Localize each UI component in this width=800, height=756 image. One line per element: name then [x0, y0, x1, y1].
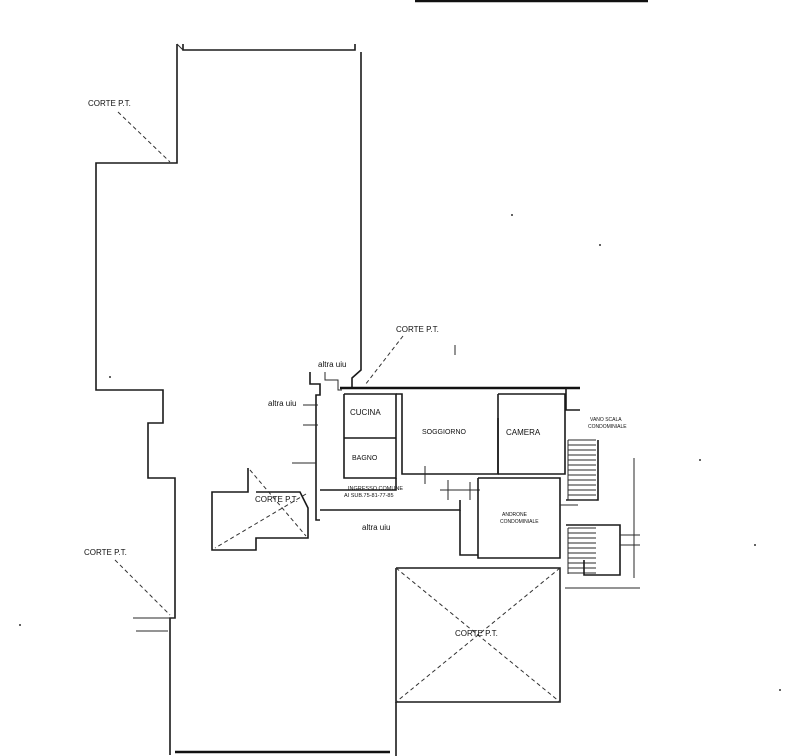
- corte-label-bottom-right: CORTE P.T.: [455, 629, 498, 638]
- courtyard-large-diagonal: [395, 567, 561, 703]
- room-label-camera: CAMERA: [506, 428, 541, 437]
- vano-scala-label-2: CONDOMINIALE: [588, 424, 627, 430]
- altra-uiu-label-top: altra uiu: [318, 360, 346, 369]
- speck: [19, 624, 21, 626]
- room-label-bagno: BAGNO: [352, 455, 378, 462]
- central-wall: [351, 52, 362, 388]
- vano-scala-wall: [565, 388, 580, 411]
- leader-corte-bottom-left: [114, 559, 171, 616]
- ingresso-label-2: AI SUB.75-81-77-85: [344, 493, 394, 499]
- androne-wall: [477, 477, 561, 559]
- stairs-upper: [567, 439, 596, 501]
- wall-joint: [176, 43, 184, 51]
- ingresso-label-1: INGRESSO COMUNE: [348, 486, 403, 492]
- left-building-outline: [182, 44, 356, 51]
- room-label-soggiorno: SOGGIORNO: [422, 429, 467, 436]
- altra-uiu-label-left: altra uiu: [268, 399, 296, 408]
- speck: [699, 459, 701, 461]
- corridor-left-wall: [309, 372, 321, 521]
- courtyard-small: [211, 468, 309, 551]
- corte-label-bottom-left: CORTE P.T.: [84, 548, 127, 557]
- leader-corte-top-mid: [364, 335, 404, 386]
- courtyard-small-diagonal: [249, 469, 307, 537]
- speck: [779, 689, 781, 691]
- ingresso-corridor: [320, 478, 397, 491]
- speck: [109, 376, 111, 378]
- androne-lower: [459, 510, 478, 556]
- left-building-wall: [95, 44, 178, 755]
- androne-label-2: CONDOMINIALE: [500, 519, 539, 525]
- ingresso-corridor-lower: [320, 500, 461, 511]
- room-label-cucina: CUCINA: [350, 408, 381, 417]
- stairs-lower: [567, 527, 596, 574]
- stair-landing: [566, 524, 621, 576]
- vano-scala-label-1: VANO SCALA: [590, 417, 622, 423]
- corte-label-mid-left: CORTE P.T.: [255, 495, 298, 504]
- corte-label-top-left: CORTE P.T.: [88, 99, 131, 108]
- altra-uiu-label-bottom: altra uiu: [362, 523, 390, 532]
- courtyard-small-diagonal: [214, 493, 307, 549]
- androne-label-1: ANDRONE: [502, 512, 528, 518]
- corridor-detail: [324, 372, 342, 391]
- speck: [599, 244, 601, 246]
- speck: [511, 214, 513, 216]
- corte-label-top-mid: CORTE P.T.: [396, 325, 439, 334]
- apartment-inner-walls: [343, 393, 397, 479]
- speck: [754, 544, 756, 546]
- camera-wall: [498, 393, 566, 475]
- leader-corte-top-left: [117, 111, 171, 163]
